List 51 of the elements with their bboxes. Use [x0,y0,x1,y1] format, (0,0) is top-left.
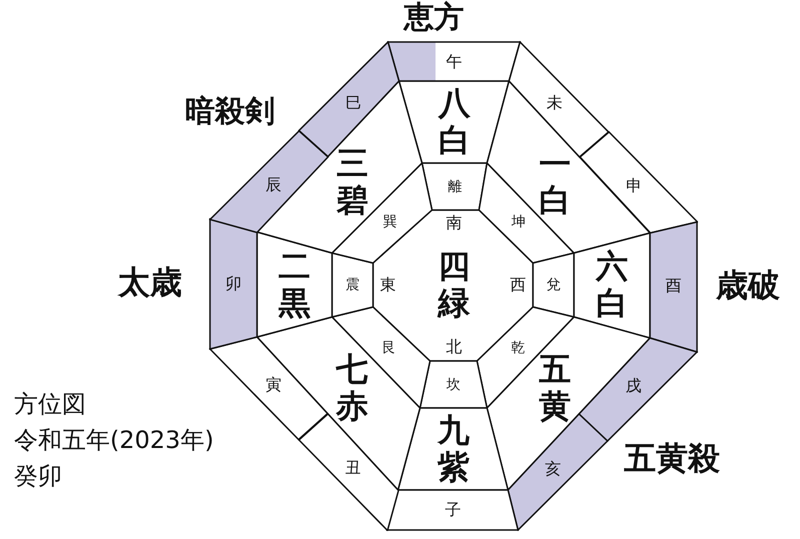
branch-label: 午 [446,54,462,70]
trigram-label: 坤 [511,215,526,230]
branch-sector [508,41,610,158]
branch-label: 未 [546,95,562,111]
branch-sector [578,337,698,442]
chart-title: 方位図 [14,392,86,416]
star-label: 五黄 [538,351,571,426]
star-label: 一白 [539,146,571,220]
trigram-label: 坎 [446,378,460,392]
annotation-label: 歳破 [716,269,780,301]
trigram-label: 震 [346,278,360,292]
star-label: 二黒 [278,248,310,322]
trigram-label: 乾 [510,341,525,356]
star-label: 六白 [596,248,628,322]
branch-label: 卯 [226,276,242,292]
branch-label: 子 [444,502,461,518]
branch-label: 寅 [265,376,282,393]
star-label: 七赤 [336,351,368,425]
star-label: 三碧 [336,145,368,220]
direction-label: 東 [380,277,396,294]
annotation-label: 恵方 [404,3,464,33]
date-label: 令和五年(2023年) [14,428,214,452]
year-label: 癸卯 [14,464,62,488]
annotation-label: 暗殺剣 [185,97,275,127]
branch-sector [387,41,521,82]
direction-label: 南 [446,215,462,232]
branch-sector [386,489,519,531]
annotation-label: 五黄殺 [624,442,720,474]
branch-label: 申 [626,178,642,194]
trigram-sector [419,360,488,409]
annotation-label: 太歳 [118,266,182,298]
trigram-sector [532,252,575,318]
branch-label: 辰 [266,176,282,192]
direction-label: 西 [510,277,526,294]
branch-label: 亥 [545,460,562,477]
branch-label: 丑 [344,460,361,476]
branch-sector [209,130,329,233]
star-label: 四緑 [438,248,470,322]
trigram-sector [421,162,488,211]
trigram-label: 兌 [546,278,560,292]
trigram-label: 艮 [382,341,396,356]
branch-label: 巳 [346,94,362,110]
star-label: 八白 [438,85,470,159]
trigram-label: 巽 [382,215,397,230]
trigram-label: 離 [448,180,462,194]
branch-label: 戌 [625,378,642,394]
branch-sector [578,131,698,234]
trigram-sector [478,162,575,264]
branch-label: 酉 [666,278,682,294]
direction-label: 北 [446,339,462,356]
star-label: 九紫 [437,412,470,486]
